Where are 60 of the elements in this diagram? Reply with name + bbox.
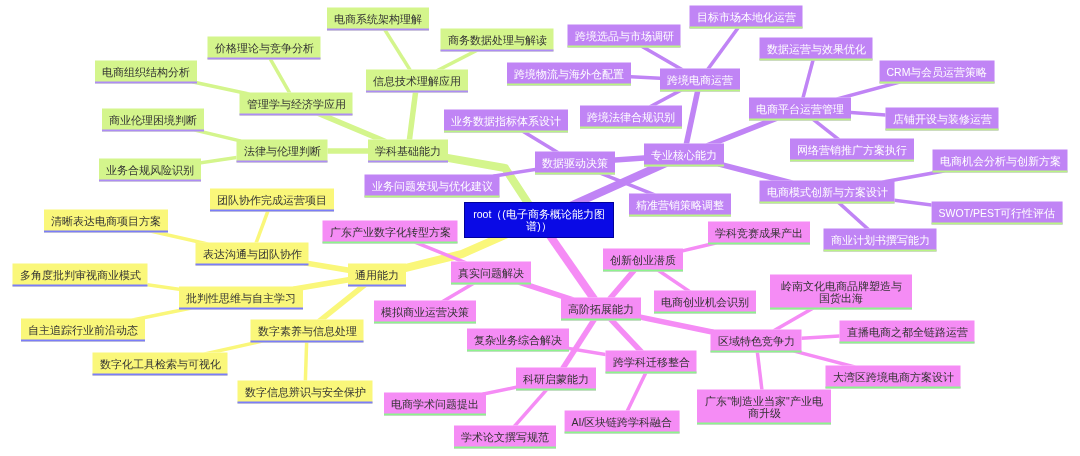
branch-line <box>894 198 932 207</box>
topic-box: 店铺开设与装修运营 <box>885 107 999 131</box>
branch-line <box>705 120 779 144</box>
branch-line <box>327 148 368 154</box>
branch-line <box>383 30 412 70</box>
branch-line <box>303 342 309 381</box>
branch-line <box>772 309 815 330</box>
branch-line <box>801 60 815 98</box>
branch-line <box>801 334 840 341</box>
branch-line <box>560 320 597 368</box>
branch-line <box>406 92 419 140</box>
topic-box: 法律与伦理判断 <box>236 139 328 163</box>
central-topic-box: root（(电子商务概论能力图谱)） <box>464 202 614 238</box>
branch-line <box>512 390 549 426</box>
branch-line <box>599 174 656 194</box>
branch-line <box>268 59 292 93</box>
branch-line <box>147 282 179 291</box>
topic-box: 商业伦理困境判断 <box>102 108 204 132</box>
branch-line <box>546 238 598 298</box>
branch-line <box>201 155 237 165</box>
topic-box: 业务问题发现与优化建议 <box>364 174 500 198</box>
topic-box: 学术论文撰写规范 <box>454 425 556 449</box>
branch-line <box>316 115 388 140</box>
branch-line <box>656 271 692 291</box>
branch-line <box>631 75 660 80</box>
topic-box: 直播电商之都全链路运营 <box>839 320 975 344</box>
topic-box: 复杂业务综合解决 <box>467 328 569 352</box>
branch-line <box>607 271 637 298</box>
branch-line <box>851 110 886 117</box>
branch-line <box>316 286 368 320</box>
branch-line <box>837 203 870 229</box>
branch-line <box>521 132 560 152</box>
branch-line <box>413 243 468 262</box>
topic-box: 数字信息辨识与安全保护 <box>237 380 373 404</box>
branch-line <box>517 283 575 299</box>
branch-line <box>435 51 479 70</box>
topic-box: 业务合规风险识别 <box>99 158 201 182</box>
topic-box: 通用能力 <box>348 263 406 287</box>
branch-line <box>706 28 740 69</box>
branch-line <box>683 91 701 144</box>
topic-box: 电商学术问题提出 <box>384 392 486 416</box>
topic-box: 目标市场本地化运营 <box>689 5 803 29</box>
topic-box: 电商组织结构分析 <box>95 60 197 84</box>
branch-line <box>569 166 669 202</box>
branch-line <box>254 211 270 243</box>
branch-line <box>608 320 644 351</box>
topic-box: 科研启蒙能力 <box>516 367 596 391</box>
branch-line <box>640 47 684 69</box>
branch-line <box>625 373 648 411</box>
topic-box: 广东"制造业当家"产业电商升级 <box>697 389 831 425</box>
topic-box: SWOT/PEST可行性评估 <box>931 201 1063 225</box>
branch-line <box>615 155 644 163</box>
branch-line <box>755 352 764 390</box>
topic-box: 多角度批判审视商业模式 <box>12 263 148 287</box>
topic-box: 学科竞赛成果产出 <box>708 221 810 245</box>
branch-line <box>448 153 532 202</box>
branch-line <box>648 91 683 106</box>
branch-line <box>811 120 841 139</box>
topic-box: 跨境物流与海外仓配置 <box>507 62 631 86</box>
branch-line <box>441 284 475 301</box>
